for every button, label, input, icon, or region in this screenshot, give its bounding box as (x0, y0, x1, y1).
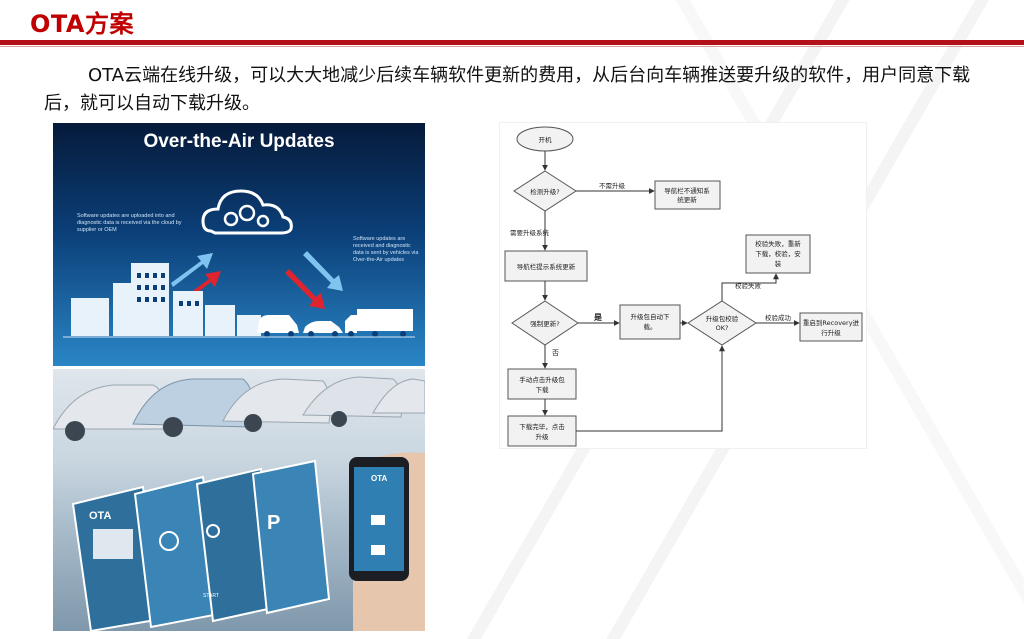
flow-no-upgrade-edge: 不需升级 (599, 181, 626, 190)
photo-svg: OTA START P OTA (53, 376, 425, 631)
flow-notify-label: 导航栏提示系统更新 (517, 262, 576, 271)
building-windows (137, 273, 199, 306)
app-logo-text: OTA (89, 510, 111, 522)
parking-icon: P (267, 512, 280, 534)
flow-verify-line2: OK? (716, 324, 729, 332)
flow-check-label: 检测升级? (530, 187, 559, 196)
lock-icon (371, 515, 385, 525)
flow-auto-line1: 升级包自动下 (631, 312, 671, 321)
building-icon (71, 263, 261, 336)
car-icon (303, 321, 343, 337)
flow-start-label: 开机 (539, 135, 553, 144)
flow-done-line2: 升级 (536, 432, 550, 441)
flow-need-upgrade-edge: 需要升级系统 (510, 228, 550, 237)
smart-car-photo: OTA START P OTA (53, 369, 425, 631)
flow-manual-click-box (507, 368, 577, 400)
flow-notify-box (504, 250, 588, 282)
upgrade-flowchart: 开机 检测升级? 不需升级 导航栏不通知系 统更新 需要升级系统 导航栏提示系统… (499, 122, 867, 449)
flow-auto-line2: 载。 (644, 322, 657, 331)
flow-verify-diamond (687, 300, 757, 346)
flowchart-svg: 开机 检测升级? 不需升级 导航栏不通知系 统更新 需要升级系统 导航栏提示系统… (504, 126, 863, 447)
van-icon (257, 315, 299, 337)
unlock-icon (371, 545, 385, 555)
start-label: START (203, 593, 219, 599)
flow-fail-line3: 装 (775, 259, 782, 268)
flow-verify-line1: 升级包校验 (706, 314, 739, 323)
ota-graphic-svg (63, 189, 415, 338)
flow-labels: 开机 检测升级? 不需升级 导航栏不通知系 统更新 需要升级系统 导航栏提示系统… (510, 135, 860, 441)
flow-auto-download-box (619, 304, 681, 340)
smartphone: OTA (349, 452, 425, 631)
flow-fail-line2: 下载，校验，安 (755, 249, 801, 258)
truck-icon (345, 309, 413, 337)
ota-illustration: Over-the-Air Updates Software updates ar… (53, 123, 425, 366)
title-rule-thin (0, 46, 1024, 47)
parked-cars (53, 376, 425, 441)
flow-verify-fail-edge: 校验失败 (735, 281, 762, 290)
flow-done-line1: 下载完毕，点击 (519, 422, 565, 431)
charging-icon (159, 531, 179, 551)
flow-manual-line2: 下载 (536, 385, 550, 394)
svg-text:P: P (267, 512, 280, 534)
map-icon (93, 529, 133, 559)
slide-header: OTA方案 (0, 0, 1024, 48)
settings-icon (206, 524, 220, 538)
flow-yes-label: 是 (593, 312, 602, 322)
flow-connectors (542, 151, 800, 432)
ota-heading: Over-the-Air Updates (143, 131, 335, 152)
intro-paragraph: OTA云端在线升级，可以大大地减少后续车辆软件更新的费用，从后台向车辆推送要升级… (44, 62, 984, 118)
cloud-gears-icon (201, 189, 293, 235)
title-rule (0, 40, 1024, 45)
flow-verify-success-edge: 校验成功 (765, 313, 792, 322)
phone-app-label: OTA (371, 474, 388, 483)
ota-note-right: Software updates are received and diagno… (353, 236, 419, 263)
ota-note-left: Software updates are uploaded into and d… (77, 213, 182, 233)
flow-download-done-box (507, 415, 577, 447)
flow-recovery-line2: 行升级 (821, 328, 841, 337)
flow-no-upgrade-line2: 统更新 (677, 195, 697, 204)
slide-title: OTA方案 (30, 10, 134, 38)
download-arrow-icon (285, 251, 343, 309)
flow-fail-line1: 校验失败，重新 (755, 239, 801, 248)
flow-recovery-line1: 重启到Recovery进 (803, 318, 860, 327)
intro-text: OTA云端在线升级，可以大大地减少后续车辆软件更新的费用，从后台向车辆推送要升级… (44, 65, 971, 114)
flow-no-upgrade-box (654, 180, 721, 210)
app-screens: OTA START P (71, 459, 331, 631)
flow-manual-line1: 手动点击升级包 (519, 375, 565, 384)
flow-verify-fail-box (745, 234, 811, 274)
flow-no-upgrade-line1: 导航栏不通知系 (664, 186, 710, 195)
flow-force-label: 强制更新? (530, 319, 559, 328)
flow-recovery-box (799, 312, 863, 342)
flow-no-label: 否 (552, 349, 559, 357)
